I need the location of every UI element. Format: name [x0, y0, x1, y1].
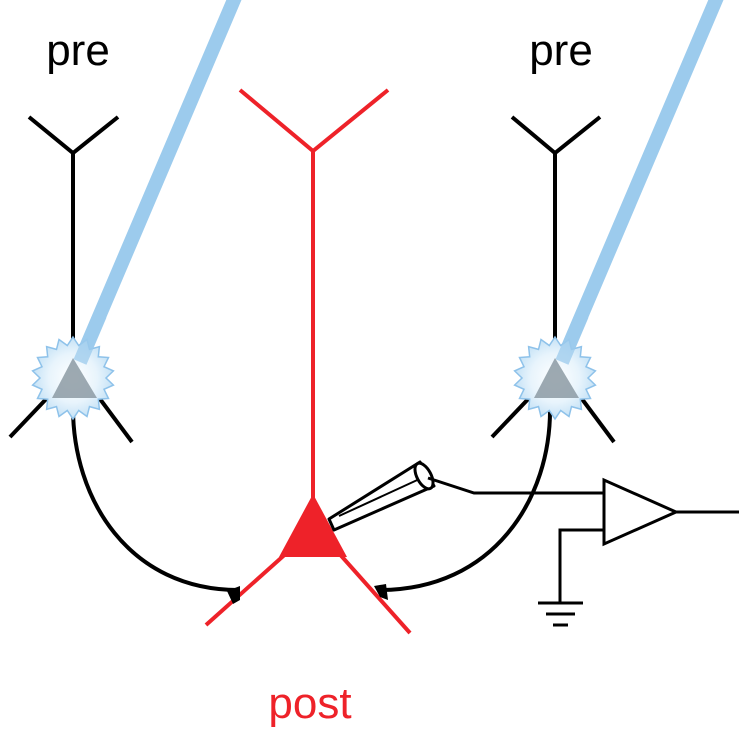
postsynaptic-neuron: [204, 88, 412, 635]
label-pre-left: pre: [46, 26, 110, 75]
basal-dendrite-left-b: [95, 393, 134, 444]
synapse-terminal-right: [374, 584, 388, 600]
basal-dendrite-right-a: [490, 393, 534, 439]
label-pre-right: pre: [529, 26, 593, 75]
basal-dendrite-post-right: [334, 548, 412, 635]
ground-symbol-icon: [538, 601, 583, 627]
soma-postsynaptic: [279, 494, 347, 557]
dendrite-fork-left: [27, 115, 120, 156]
light-beam-left: [77, 0, 242, 355]
basal-dendrite-left-a: [8, 393, 52, 439]
soma-presynaptic-left: [52, 358, 97, 398]
presynaptic-neuron-right: [379, 115, 616, 592]
light-beam-right: [559, 0, 724, 355]
dendrite-fork-right: [510, 115, 602, 156]
dendrite-fork-post: [238, 88, 390, 154]
basal-dendrite-post-left: [204, 548, 292, 627]
synapse-terminal-left: [227, 586, 240, 604]
amplifier-circuit: [427, 476, 739, 602]
recording-pipette-icon: [327, 460, 436, 532]
axon-left: [70, 404, 239, 592]
light-beam-tip-right: [555, 312, 589, 365]
presynaptic-neuron-left: [8, 115, 239, 592]
light-beam-tip-left: [73, 312, 107, 365]
soma-presynaptic-right: [534, 358, 579, 398]
axon-right: [379, 404, 553, 592]
amplifier-triangle-icon: [602, 477, 680, 547]
basal-dendrite-right-b: [577, 393, 616, 444]
label-post: post: [268, 679, 351, 728]
reference-wire: [558, 528, 604, 602]
pipette-wire: [427, 476, 604, 495]
